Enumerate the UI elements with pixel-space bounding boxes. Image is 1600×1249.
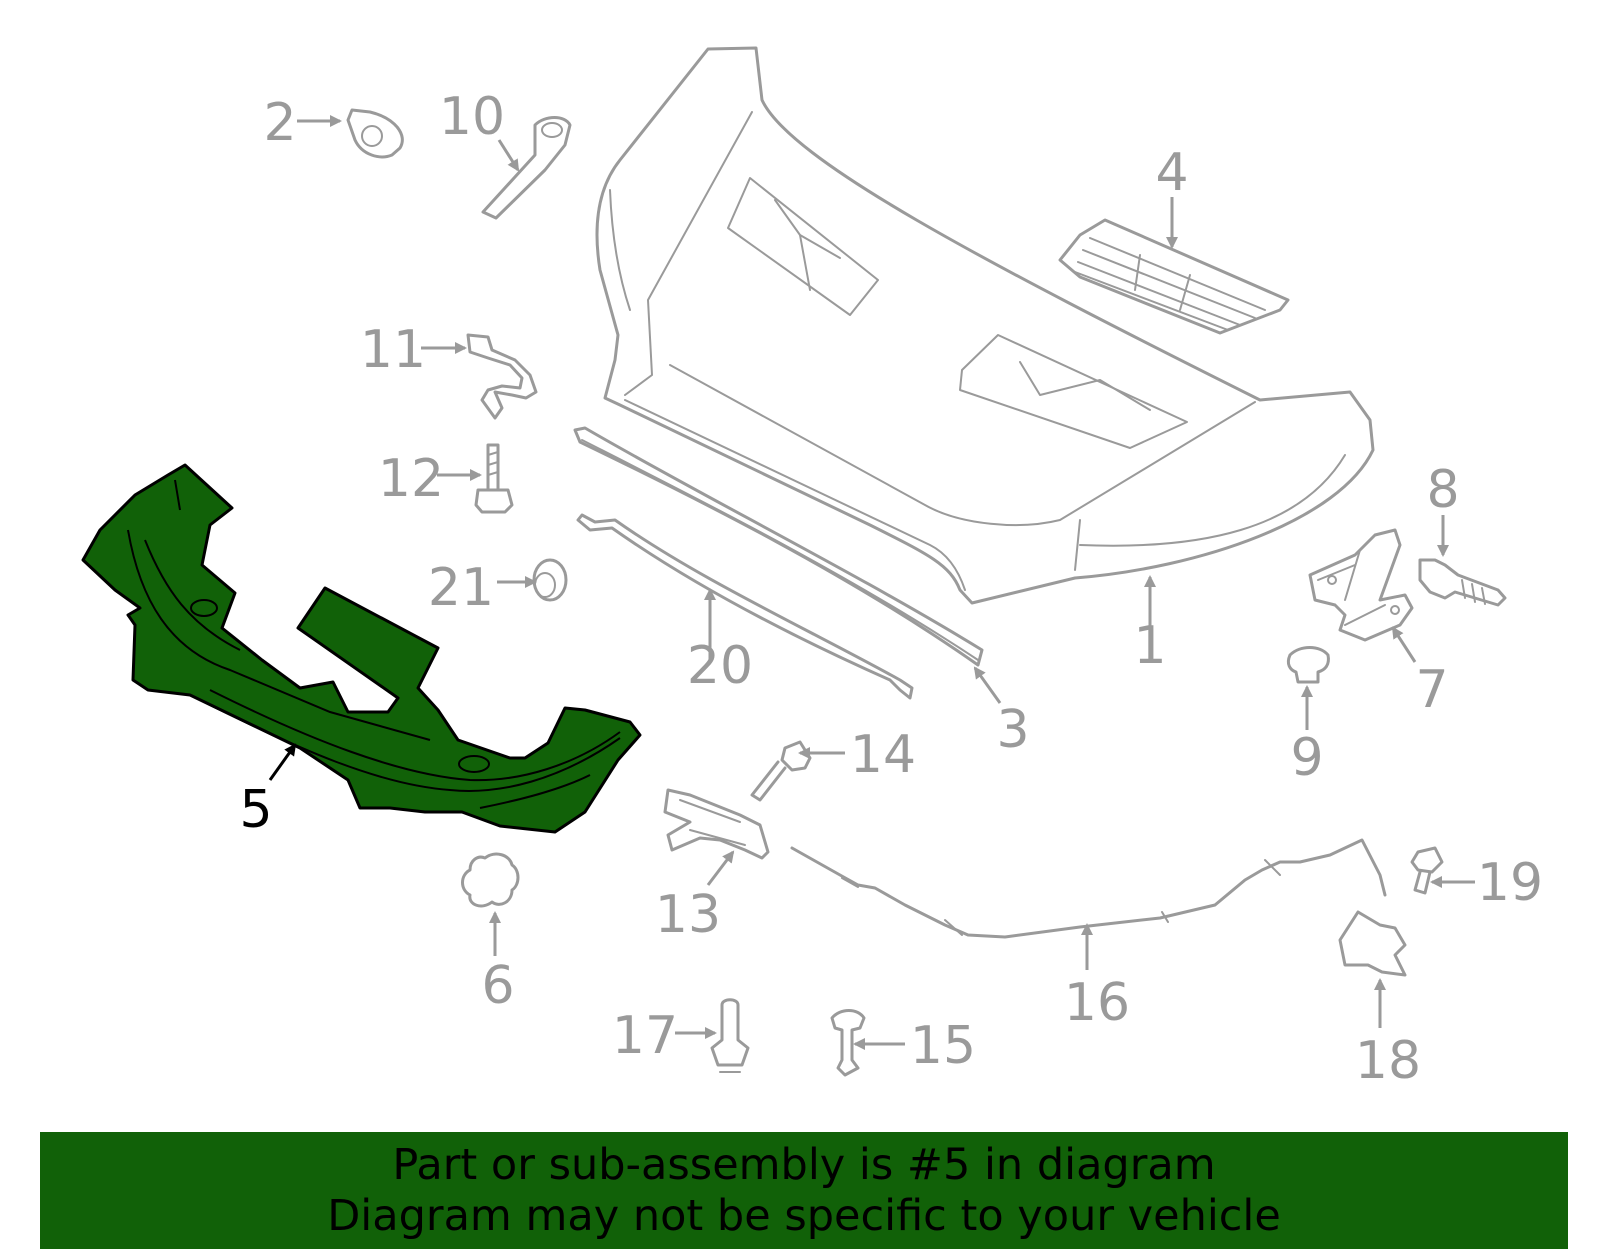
- seal-part-3: [573, 426, 984, 667]
- cable-part-16: [790, 838, 1387, 939]
- callout-1: 1: [1133, 616, 1166, 676]
- callout-10: 10: [439, 87, 505, 147]
- callout-6: 6: [481, 956, 514, 1016]
- callout-14: 14: [850, 725, 916, 785]
- plug-part-6: [461, 852, 520, 908]
- clip-part-17: [710, 998, 750, 1073]
- callout-21: 21: [428, 558, 494, 618]
- banner-line-disclaimer: Diagram may not be specific to your vehi…: [327, 1191, 1281, 1241]
- callout-5: 5: [239, 780, 272, 840]
- insulator-part-5: [81, 463, 642, 834]
- bracket-part-11: [466, 333, 538, 420]
- callout-16: 16: [1064, 973, 1130, 1033]
- latch-part-13: [663, 788, 770, 860]
- highlighted-part-shape: [81, 463, 642, 834]
- callout-8: 8: [1426, 460, 1459, 520]
- callout-18: 18: [1355, 1031, 1421, 1091]
- leader-arrows: [268, 115, 1475, 1050]
- callout-15: 15: [910, 1016, 976, 1076]
- callout-12: 12: [378, 449, 444, 509]
- bolt-part-12: [474, 443, 514, 514]
- hood-part-1: [595, 46, 1375, 605]
- grommet-part-21: [532, 558, 568, 602]
- clip-part-2: [346, 108, 404, 159]
- callout-4: 4: [1155, 143, 1188, 203]
- fastener-part-15: [830, 1009, 866, 1077]
- nut-part-9: [1286, 646, 1330, 684]
- bolt-part-19: [1410, 846, 1444, 895]
- callout-labels: 1 2 3 4 5 6 7 8 9 10 11 12 13 14 15 16 1…: [239, 87, 1543, 1091]
- callout-13: 13: [655, 885, 721, 945]
- callout-2: 2: [263, 93, 296, 153]
- callout-17: 17: [612, 1006, 678, 1066]
- hinge-part-7: [1308, 528, 1414, 642]
- vent-part-4: [1058, 218, 1290, 335]
- callout-3: 3: [996, 700, 1029, 760]
- callout-9: 9: [1290, 728, 1323, 788]
- banner-line-part-number: Part or sub-assembly is #5 in diagram: [392, 1140, 1216, 1190]
- prop-rod-part-20: [576, 513, 914, 700]
- callout-20: 20: [687, 636, 753, 696]
- callout-11: 11: [360, 320, 426, 380]
- strap-part-10: [481, 116, 572, 220]
- stud-part-8: [1418, 558, 1507, 607]
- callout-7: 7: [1415, 660, 1448, 720]
- info-banner: Part or sub-assembly is #5 in diagram Di…: [40, 1132, 1568, 1249]
- bracket-part-18: [1338, 910, 1407, 977]
- callout-19: 19: [1477, 853, 1543, 913]
- bolt-part-14: [750, 740, 812, 802]
